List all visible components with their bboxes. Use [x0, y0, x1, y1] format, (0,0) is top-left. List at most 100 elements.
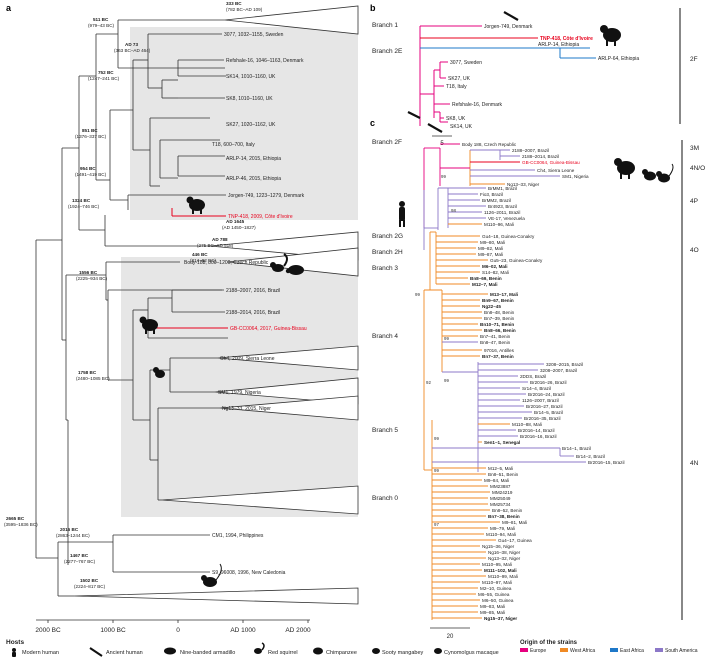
- branch-labels-c: Branch 2F Branch 2G Branch 2H Branch 3 B…: [372, 139, 403, 502]
- tip-label: 97016, Antilles: [484, 348, 515, 353]
- node-date: 511 BC: [93, 17, 109, 22]
- nine-banded-armadillo-icon: [285, 265, 304, 275]
- node-range: (275 BC–AD 518): [197, 243, 234, 248]
- legend-swatch-europe: [520, 648, 528, 652]
- node-range: (814–92 BC): [190, 258, 217, 263]
- tip-label: Bn8–69, Benin: [470, 276, 502, 281]
- tip-label: Br4923, Brazil: [488, 204, 517, 209]
- tip-label-highlight: TNP-418, Côte d'Ivoire: [540, 36, 593, 42]
- node-range: (782 BC–AD 109): [226, 7, 263, 12]
- branch-label: Branch 2E: [372, 48, 403, 55]
- host-icons-a: [139, 196, 304, 587]
- tip-label: ARLP-46, 2015, Ethiopia: [226, 176, 281, 182]
- tip-label: M110–88, Mali: [512, 422, 542, 427]
- svg-text:99: 99: [441, 174, 446, 179]
- scale-label: 20: [447, 634, 454, 640]
- legend-swatch-west-africa: [560, 648, 568, 652]
- svg-text:97: 97: [434, 522, 439, 527]
- tip-label: M9–80, Mali: [480, 240, 505, 245]
- chimpanzee-icon: [600, 25, 621, 46]
- tip-label: ARLP-14, 2015, Ethiopia: [226, 156, 281, 162]
- group-label: 4N: [690, 460, 699, 467]
- tip-label: Ng22–45: [482, 304, 501, 309]
- svg-text:99: 99: [434, 436, 439, 441]
- tip-label: 3208–2015, Brazil: [546, 362, 583, 367]
- panel-c-letter: c: [370, 118, 375, 128]
- tip-label: M13–17, Mali: [490, 292, 518, 297]
- tree-c-branches: [423, 143, 586, 620]
- node-range: (979–43 BC): [88, 23, 115, 28]
- branch-label: Branch 1: [372, 22, 398, 29]
- svg-text:99: 99: [444, 336, 449, 341]
- ancient-human-icon: [503, 11, 519, 21]
- tip-label: ARLP-14, Ethiopia: [538, 42, 579, 48]
- ancient-human-icon: [407, 111, 421, 119]
- node-date: 1758 BC: [78, 370, 97, 375]
- node-range: (AD 1450–1827): [222, 225, 256, 230]
- group-label: 4N/O: [690, 165, 705, 172]
- tip-label: M9–83, Mali: [480, 604, 505, 609]
- tip-label: M2–10, Guinea: [480, 586, 512, 591]
- node-date: 446 BC: [192, 252, 208, 257]
- tip-label: Refshale-16, 1046–1163, Denmark: [226, 58, 304, 64]
- tip-label: CM1, 1994, Philippines: [212, 533, 264, 539]
- legend-host-label: Red squirrel: [268, 650, 298, 656]
- node-range: (1491–419 BC): [75, 172, 107, 177]
- group-label: 2F: [690, 56, 698, 63]
- tip-label: Ng13–32, Niger: [488, 556, 521, 561]
- tip-label: 2188–2007, Brazil: [512, 148, 549, 153]
- tip-label: MM24219: [492, 490, 513, 495]
- node-range: (1247–241 BC): [88, 76, 120, 81]
- tip-label: Jorgen-749, 1223–1279, Denmark: [228, 193, 305, 199]
- chimpanzee-icon: [313, 647, 323, 655]
- collapsed-clades: [73, 5, 359, 605]
- panel-a-letter: a: [6, 3, 12, 13]
- tip-label: Bn8–51, Benin: [488, 472, 519, 477]
- support-values: 99 98 99 99 99 99 99 97 92: [415, 174, 456, 527]
- tip-label: 2188–2014, Brazil: [522, 154, 559, 159]
- tip-label: Bn10–71, Benin: [480, 322, 514, 327]
- node-range: (2863–1244 BC): [56, 533, 90, 538]
- panel-b: b Branch 1 Branch 2E Jorgen-749, Denm: [370, 3, 698, 147]
- tip-label: SK27, 1020–1162, UK: [226, 122, 276, 128]
- legend-host-label: Cynomolgus macaque: [444, 650, 499, 656]
- tip-label: Ng13–33, Niger: [507, 182, 540, 187]
- tip-label: M6–02, Mali: [482, 264, 508, 269]
- tip-label: S9_96008, 1996, New Caledonia: [212, 570, 286, 576]
- branch-label: Branch 0: [372, 495, 398, 502]
- axis-tick: AD 1000: [230, 627, 256, 634]
- tip-label: Ch4, 2009, Sierra Leone: [220, 356, 275, 362]
- tip-label: Sr14–4, Brazil: [522, 386, 551, 391]
- tip-label: Refshale-16, Denmark: [452, 102, 503, 108]
- tip-label: SM1, Nigeria: [562, 174, 589, 179]
- node-range: (3595–1836 BC): [4, 522, 38, 527]
- tree-b-branches: [419, 25, 596, 126]
- tip-label: 3077, Sweden: [450, 60, 482, 66]
- tip-label: Bn7–41, Benin: [480, 334, 511, 339]
- tip-label: Gu5–23, Guinea-Conakry: [490, 258, 543, 263]
- tip-label: M110–99, Mali: [488, 574, 518, 579]
- tip-label: Bn8–48, Benin: [484, 310, 515, 315]
- tip-label: Ch4, Sierra Leone: [537, 168, 575, 173]
- tip-label: M6–50, Guinea: [482, 598, 514, 603]
- legend-host-label: Chimpanzee: [326, 650, 357, 656]
- red-squirrel-icon: [270, 253, 288, 272]
- legend-swatch-east-africa: [610, 648, 618, 652]
- tip-label: Fio3, Brazil: [480, 192, 503, 197]
- legend-origin-title: Origin of the strains: [520, 640, 578, 646]
- chimpanzee-icon: [614, 158, 635, 179]
- tip-label: SK8, 1010–1160, UK: [226, 96, 273, 102]
- tip-label-highlight: TNP-418, 2009, Côte d'Ivoire: [228, 214, 293, 220]
- tip-label: Br2016–14, Brazil: [518, 428, 555, 433]
- node-range: (2225–934 BC): [76, 276, 108, 281]
- tip-label: 3208–2007, Brazil: [540, 368, 577, 373]
- legend-origin-label: South America: [665, 648, 698, 654]
- legend: Hosts Modern human Ancient human Nine-ba…: [6, 639, 698, 657]
- tip-label: Bn8–47, Benin: [480, 340, 511, 345]
- svg-text:99: 99: [415, 292, 420, 297]
- tip-label: M9–79, Mali: [490, 526, 515, 531]
- red-squirrel-icon: [254, 642, 265, 654]
- tip-label: SK14, UK: [450, 124, 473, 130]
- branch-label: Branch 5: [372, 427, 398, 434]
- tip-label-highlight: GB-CC0064, 2017, Guinea-Bissau: [230, 326, 307, 332]
